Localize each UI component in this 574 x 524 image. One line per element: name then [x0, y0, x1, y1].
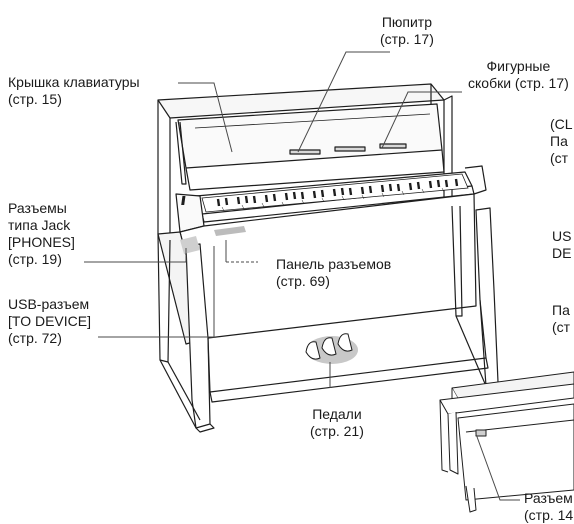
leader-phones — [84, 248, 187, 263]
label-jack-panel: Панель разъемов (стр. 69) — [276, 256, 392, 289]
label-key-cover: Крышка клавиатуры (стр. 15) — [8, 74, 140, 107]
label-cut-right-1: (CL Па (ст — [550, 116, 573, 166]
label-sheet-clips: Фигурные скобки (стр. 17) — [468, 58, 569, 91]
leader-usb — [98, 246, 215, 338]
keyboard-keys — [181, 173, 469, 213]
leader-bottom — [475, 433, 520, 501]
jack-panel-highlight — [180, 226, 246, 254]
label-cut-right-3: Па (ст — [552, 302, 571, 335]
label-phones-jacks: Разъемы типа Jack [PHONES] (стр. 19) — [8, 200, 75, 267]
leader-sheet-clips — [381, 91, 462, 149]
leader-music-rest — [297, 51, 390, 153]
label-cut-right-2: US DE — [552, 228, 572, 261]
leader-key-cover — [178, 82, 233, 153]
label-pedals: Педали (стр. 21) — [310, 406, 364, 439]
rear-view-piano — [439, 371, 574, 513]
label-music-rest: Пюпитр (стр. 17) — [380, 14, 434, 47]
label-cut-bottom: Разъем (стр. 14 — [524, 490, 574, 523]
label-usb-to-device: USB-разъем [TO DEVICE] (стр. 72) — [8, 296, 91, 346]
leader-lines — [84, 51, 520, 501]
pedals — [305, 333, 358, 364]
